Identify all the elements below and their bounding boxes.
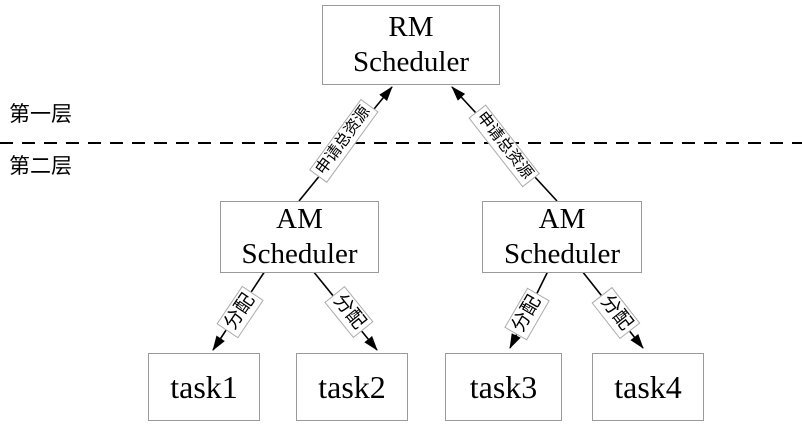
layer1-label: 第一层 <box>9 102 72 126</box>
am-scheduler-right-node: AM Scheduler <box>482 201 642 273</box>
task2-label: task2 <box>318 369 386 405</box>
rm-scheduler-line2: Scheduler <box>353 46 469 78</box>
task4-label: task4 <box>614 369 682 405</box>
rm-scheduler-node: RM Scheduler <box>322 5 500 85</box>
task1-label: task1 <box>170 369 238 405</box>
am-scheduler-right-line2: Scheduler <box>504 238 620 270</box>
task3-node: task3 <box>445 353 562 421</box>
task4-node: task4 <box>592 353 704 421</box>
task3-label: task3 <box>469 369 538 405</box>
rm-scheduler-line1: RM <box>388 10 434 43</box>
task2-node: task2 <box>296 353 408 421</box>
am-scheduler-left-line1: AM <box>276 202 323 235</box>
task1-node: task1 <box>148 353 260 421</box>
am-scheduler-left-line2: Scheduler <box>241 238 358 270</box>
am-scheduler-left-node: AM Scheduler <box>220 201 379 273</box>
layer2-label: 第二层 <box>9 154 72 178</box>
am-scheduler-right-line1: AM <box>538 202 586 235</box>
